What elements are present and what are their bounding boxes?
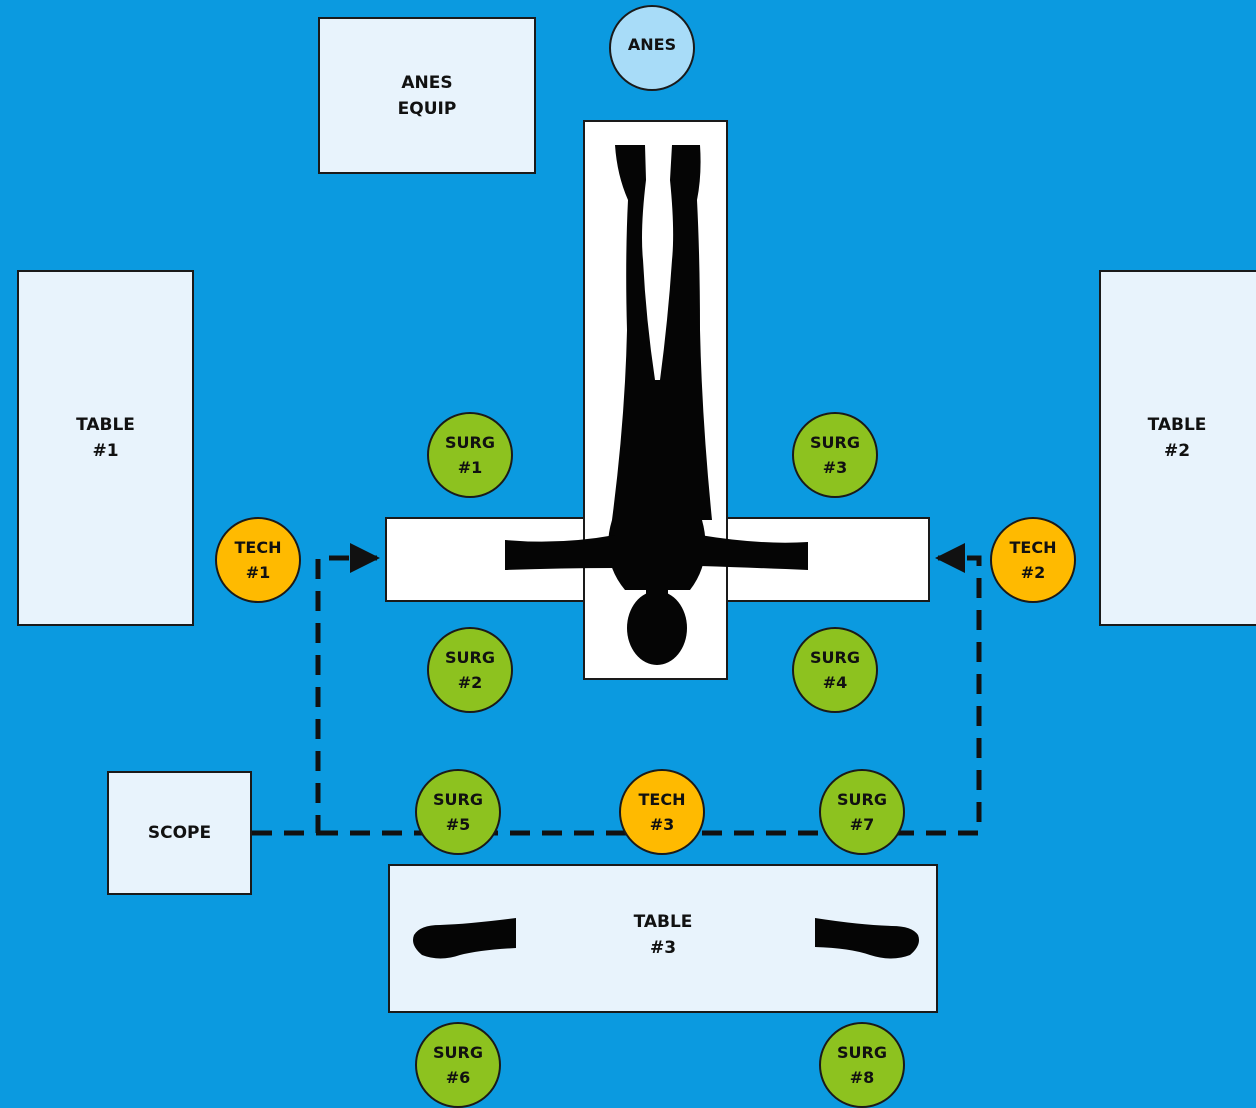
surg-3-circle: SURG #3 bbox=[792, 412, 878, 498]
scope-box: SCOPE bbox=[107, 771, 252, 895]
tech-1-label: TECH #1 bbox=[234, 538, 282, 582]
surg-4-circle: SURG #4 bbox=[792, 627, 878, 713]
surg-3-label: SURG #3 bbox=[810, 433, 860, 477]
arm-silhouette-left-icon bbox=[413, 918, 516, 959]
surg-4-label: SURG #4 bbox=[810, 648, 860, 692]
surg-5-circle: SURG #5 bbox=[415, 769, 501, 855]
surg-5-label: SURG #5 bbox=[433, 790, 483, 834]
table-1-box: TABLE #1 bbox=[17, 270, 194, 626]
scope-label: SCOPE bbox=[147, 823, 212, 843]
surg-8-circle: SURG #8 bbox=[819, 1022, 905, 1108]
surg-7-label: SURG #7 bbox=[837, 790, 887, 834]
tech-1-circle: TECH #1 bbox=[215, 517, 301, 603]
table-3-label: TABLE #3 bbox=[633, 911, 693, 958]
tech-3-label: TECH #3 bbox=[638, 790, 686, 834]
route-scope-to-tech1 bbox=[252, 543, 380, 836]
surg-1-circle: SURG #1 bbox=[427, 412, 513, 498]
anes-equip-label: ANES EQUIP bbox=[397, 72, 457, 119]
patient-silhouette-icon bbox=[505, 145, 808, 665]
surg-6-circle: SURG #6 bbox=[415, 1022, 501, 1108]
tech-3-circle: TECH #3 bbox=[619, 769, 705, 855]
tech-2-label: TECH #2 bbox=[1009, 538, 1057, 582]
surg-6-label: SURG #6 bbox=[433, 1043, 483, 1087]
surg-7-circle: SURG #7 bbox=[819, 769, 905, 855]
anes-equip-box: ANES EQUIP bbox=[318, 17, 536, 174]
table-1-label: TABLE #1 bbox=[76, 415, 135, 461]
tech-2-circle: TECH #2 bbox=[990, 517, 1076, 603]
surg-2-circle: SURG #2 bbox=[427, 627, 513, 713]
table-2-box: TABLE #2 bbox=[1099, 270, 1256, 626]
surg-1-label: SURG #1 bbox=[445, 433, 495, 477]
arm-silhouette-right-icon bbox=[815, 918, 919, 959]
anes-circle: ANES bbox=[609, 5, 695, 91]
table-2-label: TABLE #2 bbox=[1147, 415, 1207, 461]
anes-label: ANES bbox=[627, 34, 677, 54]
surg-2-label: SURG #2 bbox=[445, 648, 495, 692]
surg-8-label: SURG #8 bbox=[837, 1043, 887, 1087]
